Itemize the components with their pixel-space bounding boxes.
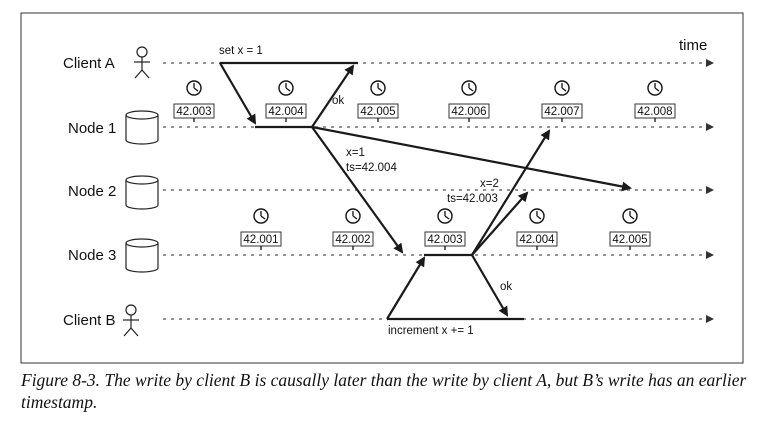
node-1-timestamp-4: 42.006 [451,106,486,118]
node-3-timestamp-2: 42.002 [335,234,370,246]
client-a-person-icon [134,46,150,79]
lane-label-client-b: Client B [63,312,116,329]
lane-label-node-3: Node 3 [68,247,116,264]
node-3-clock-5: 42.005 [609,208,651,250]
node-1-clock-4: 42.006 [448,80,490,122]
node-3-timestamp-3: 42.003 [427,234,462,246]
ok-to-client-a-arrow [311,64,355,128]
node-1-database-icon [125,110,159,145]
time-label: time [679,37,707,54]
x2-to-node-2-arrow [471,191,529,256]
node-3-database-icon [125,238,159,273]
lane-label-node-2: Node 2 [68,183,116,200]
replicate-to-node-3-arrow [311,126,404,254]
node-1-timestamp-2: 42.004 [268,106,304,118]
ok-client-b-label: ok [500,281,512,293]
ok-client-a-label: ok [332,95,344,107]
node-3-clock-4: 42.004 [516,208,558,250]
node-3-timestamp-5: 42.005 [612,234,647,246]
lane-label-node-1: Node 1 [68,120,116,137]
increment-label: increment x += 1 [388,325,474,337]
node-1-timestamp-6: 42.008 [637,106,672,118]
node-3-clock-3: 42.003 [424,208,466,250]
node-3-clock-1: 42.001 [240,208,282,250]
client-b-person-icon [123,304,139,337]
x2-to-node-1-arrow [471,129,551,256]
node-1-timestamp-1: 42.003 [176,106,211,118]
node-3-clock-2: 42.002 [332,208,374,250]
increment-arrow [386,256,426,320]
node-1-clock-3: 42.005 [357,80,399,122]
node-1-clock-6: 42.008 [634,80,676,122]
node-2-database-icon [125,175,159,210]
node-1-timestamp-3: 42.005 [360,106,395,118]
lane-label-client-a: Client A [63,55,115,72]
replicate-to-node-2-arrow [311,125,632,192]
set-x-arrow [219,62,257,125]
node-1-clock-5: 42.007 [541,80,583,122]
ok-to-client-b-arrow [471,254,509,317]
set-x-label: set x = 1 [219,45,263,57]
ts2-label: ts=42.003 [447,193,498,205]
node-1-clock-1: 42.003 [173,80,215,122]
node-3-timestamp-4: 42.004 [519,234,555,246]
diagram-frame [20,12,744,364]
node-1-clock-2: 42.004 [265,80,307,122]
ts1-label: ts=42.004 [346,162,397,174]
x1-label: x=1 [346,147,365,159]
x2-label: x=2 [480,178,499,190]
node-3-timestamp-1: 42.001 [243,234,278,246]
node-1-timestamp-5: 42.007 [544,106,579,118]
figure-caption: Figure 8-3. The write by client B is cau… [21,370,747,412]
